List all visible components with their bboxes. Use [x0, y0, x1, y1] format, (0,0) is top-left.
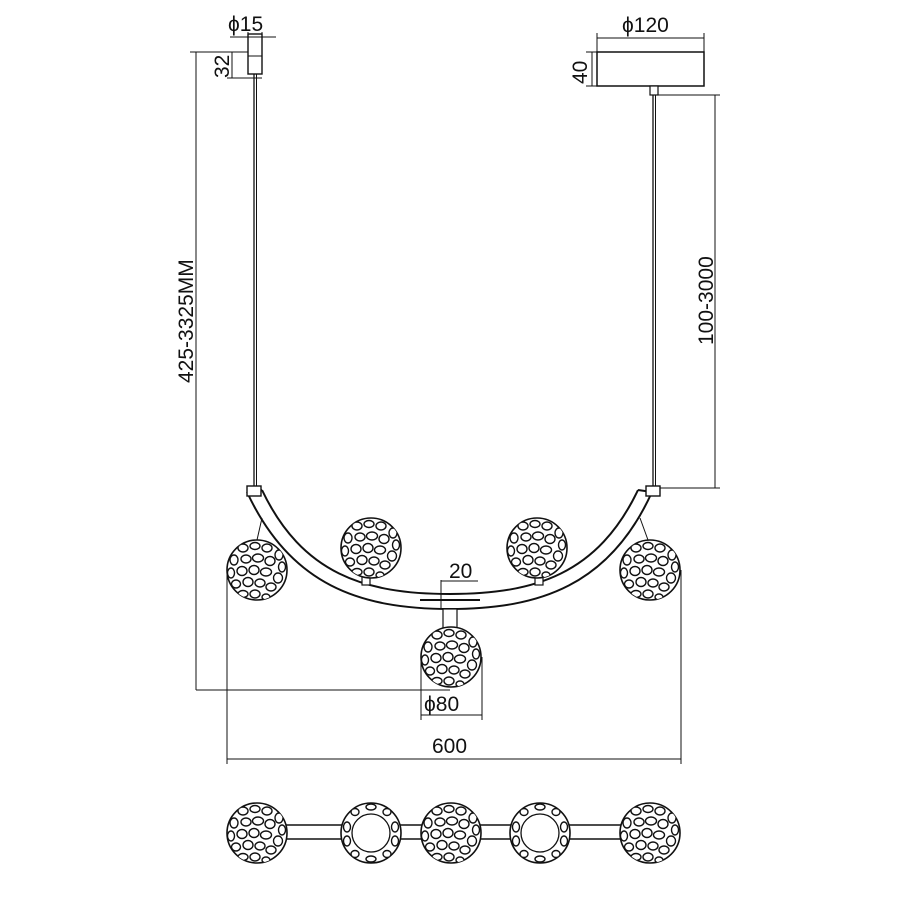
top-globe-5 [620, 803, 680, 863]
globe-inner-left [341, 518, 401, 586]
ceiling-canopy-icon [596, 51, 705, 96]
left-stem [247, 33, 263, 75]
canopy-diameter-label: ϕ120 [622, 14, 669, 37]
arc-thickness-label: 20 [449, 560, 472, 583]
stem-diameter-label: ϕ15 [228, 13, 263, 36]
left-suspension [247, 33, 263, 488]
overall-width-label: 600 [432, 735, 467, 758]
arc-frame [246, 485, 661, 611]
overall-width-dimension: 600 [226, 570, 682, 764]
globe-diameter-dimension: ϕ80 [420, 657, 483, 720]
globe-far-left [227, 517, 287, 600]
canopy-height-dimension: 40 [569, 51, 597, 87]
globe-inner-right [507, 518, 567, 586]
top-globe-2 [341, 803, 401, 863]
arc-thickness-dimension: 20 [420, 560, 480, 609]
cable-length-label: 100-3000 [695, 256, 718, 345]
cable-length-dimension: 100-3000 [658, 94, 720, 489]
globe-center [421, 608, 481, 687]
top-globe-1 [227, 803, 287, 863]
stem-height-label: 32 [211, 55, 234, 78]
stem-diameter-dimension: ϕ15 [228, 13, 276, 42]
top-globe-4 [510, 803, 570, 863]
top-globe-3 [421, 803, 481, 863]
globe-diameter-label: ϕ80 [424, 693, 459, 716]
total-height-label: 425-3325MM [175, 259, 198, 383]
canopy-diameter-dimension: ϕ120 [596, 14, 705, 52]
total-height-dimension: 425-3325MM [175, 51, 450, 691]
globe-far-right [620, 517, 680, 600]
top-view [227, 803, 680, 863]
canopy-height-label: 40 [569, 61, 592, 84]
